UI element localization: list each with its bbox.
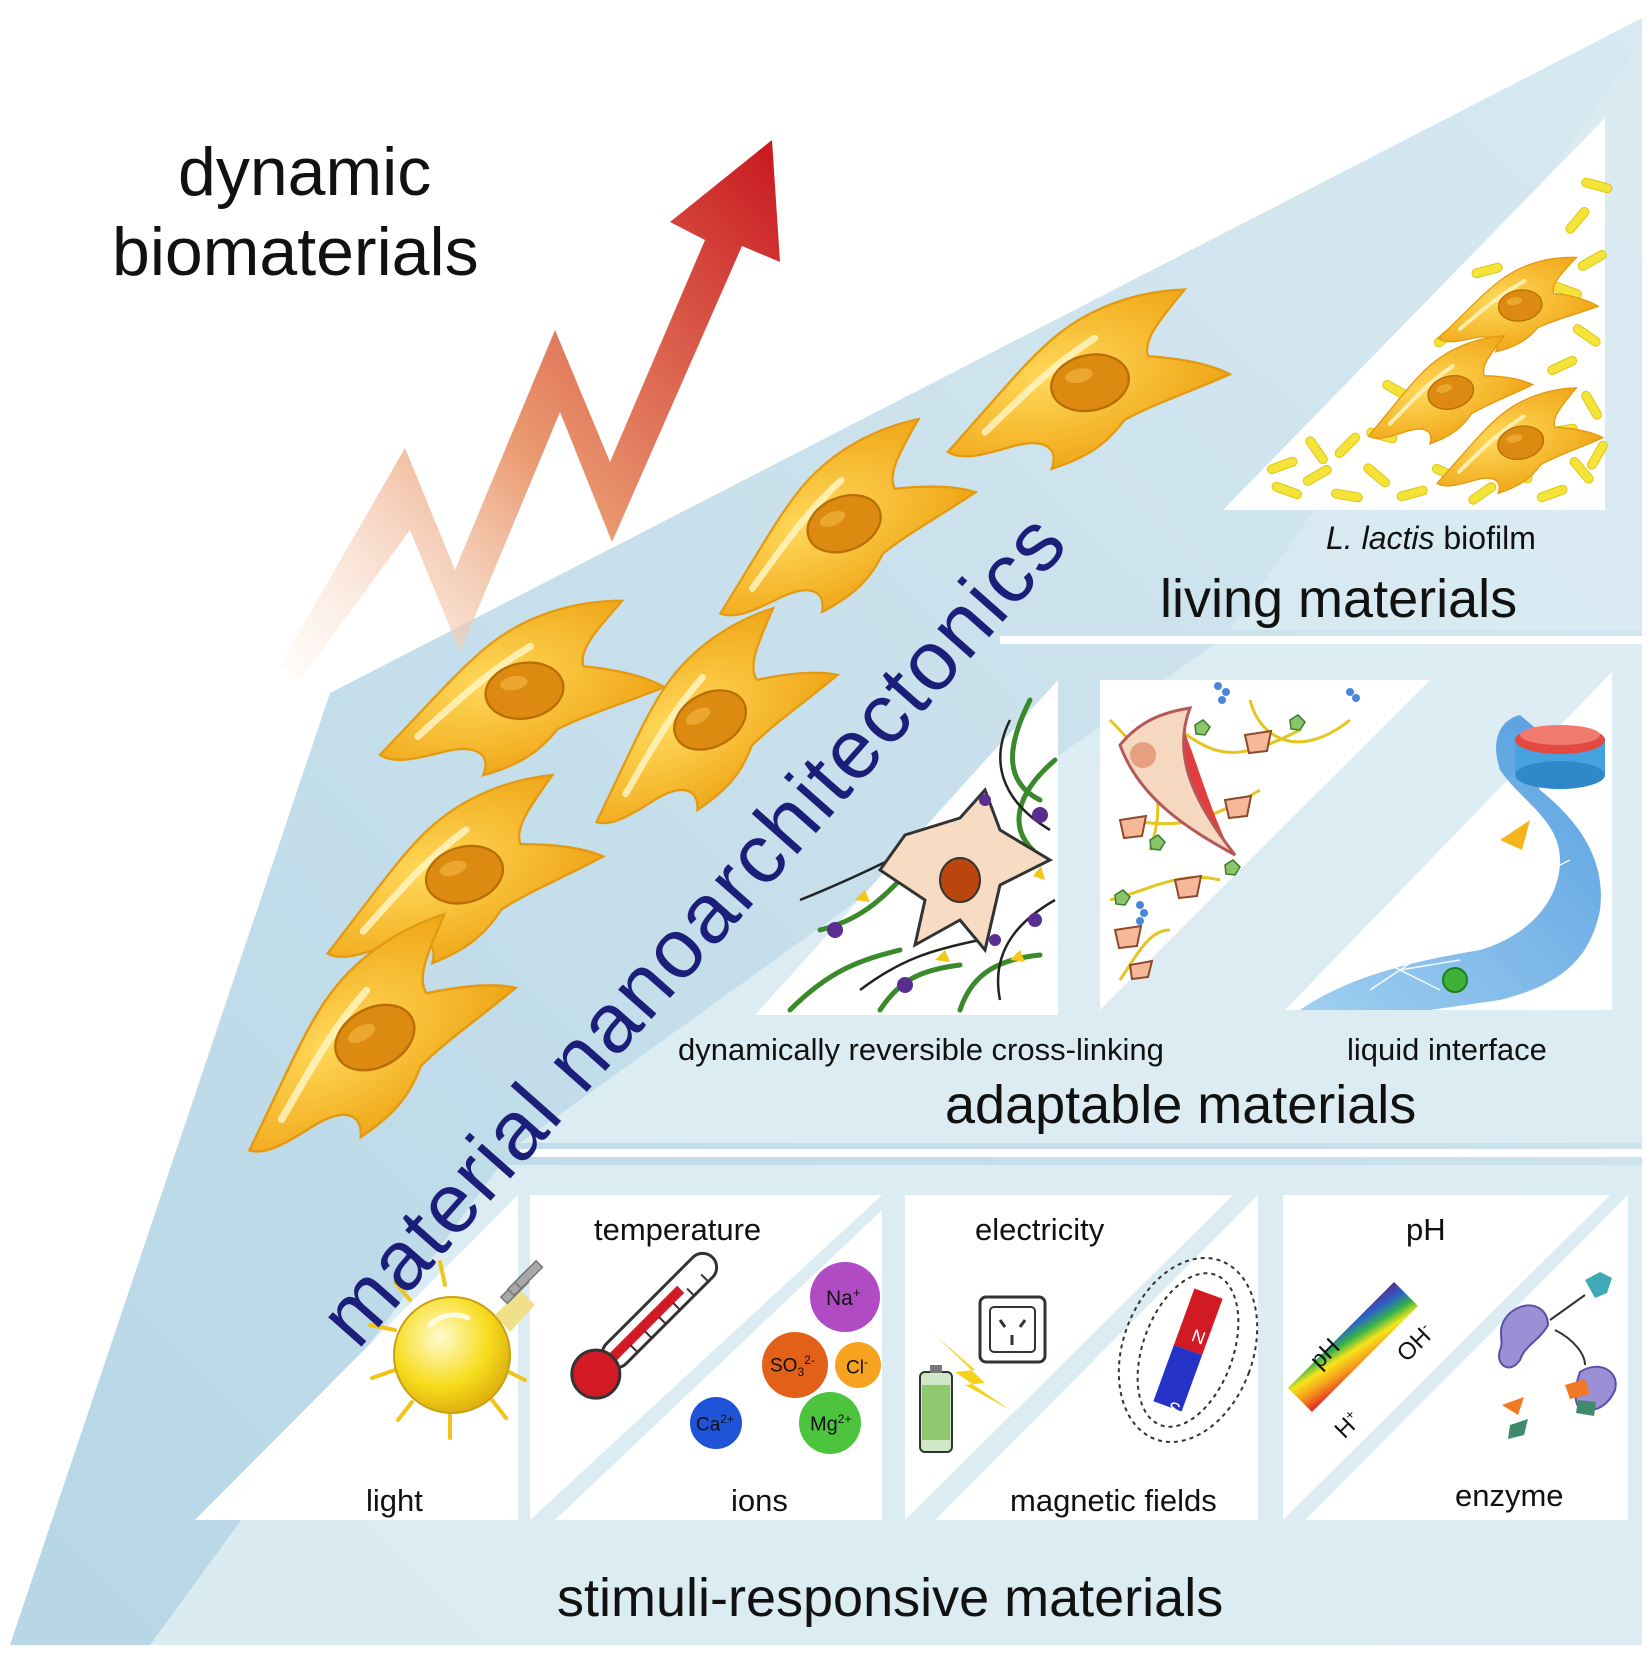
mg-ion-label: Mg2+: [810, 1412, 852, 1436]
enzyme-label: enzyme: [1455, 1478, 1564, 1513]
biofilm-word: biofilm: [1434, 520, 1536, 556]
ph-scale-icon: [1287, 1281, 1419, 1413]
biofilm-panel: [1223, 118, 1614, 510]
so3-ion-label: SO32-: [770, 1353, 815, 1380]
crosslinking-label: dynamically reversible cross-linking: [678, 1032, 1164, 1067]
cl-ion-label: Cl-: [846, 1355, 868, 1379]
na-ion-label: Na+: [826, 1285, 861, 1310]
temperature-label: temperature: [594, 1212, 762, 1247]
ca-ion-icon: [690, 1397, 742, 1449]
ions-panel: [555, 1210, 882, 1520]
enzyme-icon: [1498, 1272, 1617, 1439]
adaptable-band: [520, 640, 1642, 1143]
ions-label: ions: [731, 1483, 788, 1518]
title-line2: biomaterials: [112, 214, 479, 290]
hostguest-panel: [1100, 680, 1430, 1010]
biofilm-species: L. lactis: [1326, 520, 1435, 556]
mg-ion-icon: [799, 1392, 861, 1454]
stimuli-responsive-label: stimuli-responsive materials: [557, 1568, 1224, 1628]
electricity-label: electricity: [975, 1212, 1105, 1247]
thermometer-icon: [570, 1251, 719, 1400]
ph-panel: [1283, 1195, 1610, 1520]
so3-ion-icon: [762, 1332, 828, 1398]
cl-ion-icon: [835, 1342, 881, 1388]
enzyme-panel: [1305, 1195, 1628, 1520]
socket-icon: [978, 1295, 1047, 1364]
liquid-interface-label: liquid interface: [1347, 1032, 1547, 1067]
magnetic-fields-label: magnetic fields: [1010, 1483, 1217, 1518]
light-label: light: [366, 1483, 423, 1518]
rising-arrow-icon: [280, 140, 780, 680]
liquid-interface-panel: [1285, 672, 1612, 1010]
magnetic-panel: [935, 1195, 1258, 1520]
title-line1: dynamic: [178, 134, 432, 210]
light-bulb-icon: [368, 1259, 544, 1440]
biofilm-label: L. lactis biofilm: [1326, 522, 1536, 554]
ca-ion-label: Ca2+: [696, 1412, 734, 1436]
na-ion-icon: [810, 1262, 880, 1332]
ph-label: pH: [1406, 1212, 1446, 1247]
crosslinking-panel: [755, 680, 1058, 1015]
lightning-icon: [935, 1335, 1010, 1410]
dish-icon: [1515, 725, 1605, 789]
battery-icon: [919, 1365, 953, 1453]
living-materials-label: living materials: [1160, 569, 1518, 629]
magnet-icon: [1117, 1257, 1259, 1443]
temperature-panel: [530, 1195, 882, 1520]
light-panel: [195, 1195, 518, 1520]
electricity-panel: [905, 1195, 1233, 1520]
adaptable-materials-label: adaptable materials: [945, 1075, 1417, 1135]
